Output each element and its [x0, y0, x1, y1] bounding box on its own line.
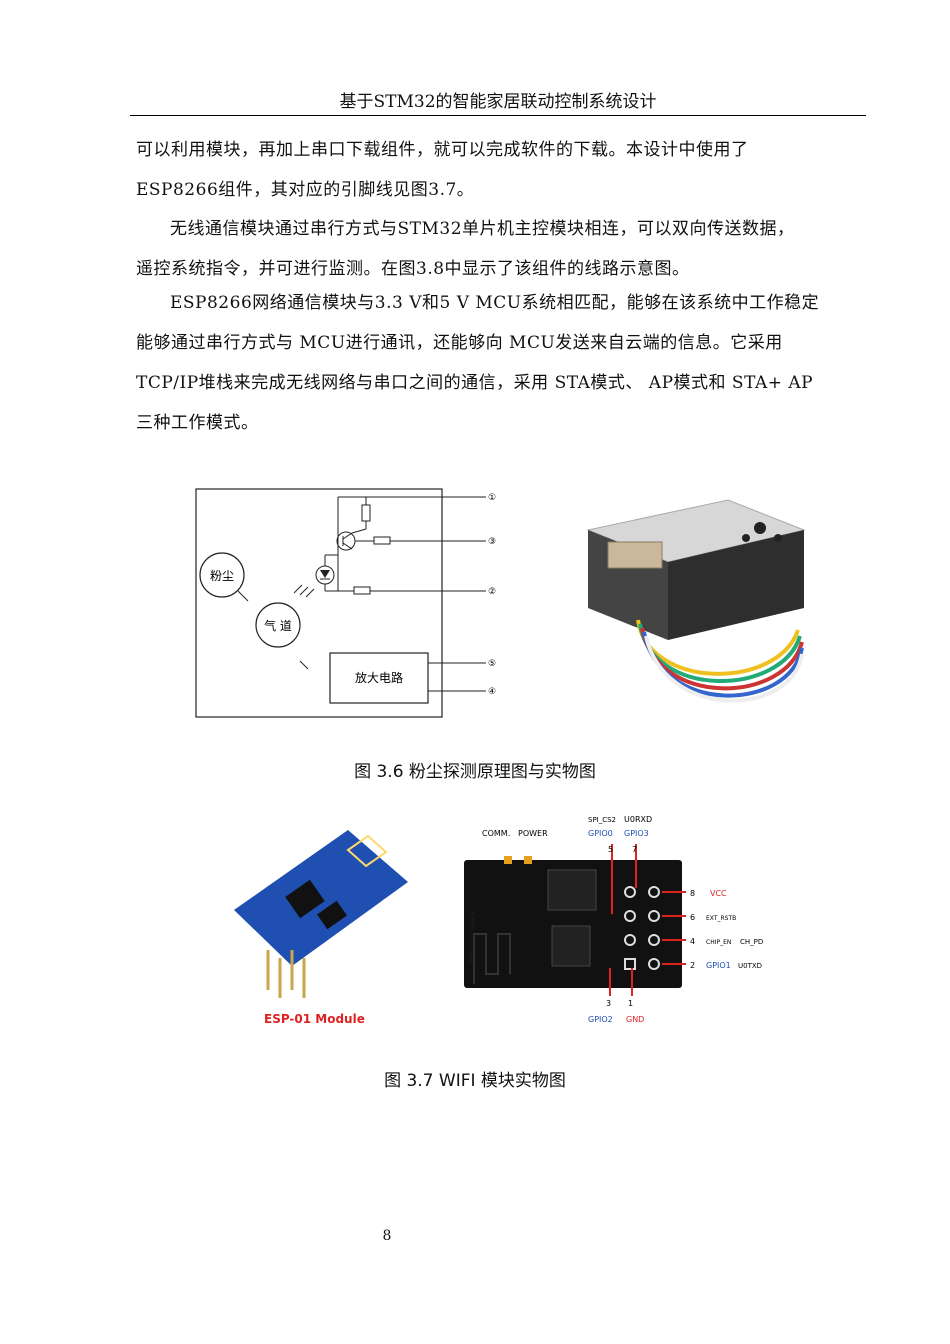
pin-number: 7 [632, 845, 637, 854]
pin-label: ⑤ [488, 659, 496, 669]
dust-label: 粉尘 [210, 569, 234, 583]
paragraph-line: 三种工作模式。 [136, 413, 259, 433]
dust-sensor-schematic: ① ③ ② 粉尘 气 道 放大电路 ⑤ ④ [195, 488, 496, 718]
pin-number: 8 [690, 889, 695, 898]
paragraph-2: 无线通信模块通过串行方式与STM32单片机主控模块相连，可以双向传送数据， 遥控… [136, 209, 860, 289]
paragraph-1: 可以利用模块，再加上串口下载组件，就可以完成软件的下载。本设计中使用了 ESP8… [136, 130, 860, 210]
pin-label: ③ [488, 537, 496, 547]
figure-caption: 图 3.7 WIFI 模块实物图 [384, 1071, 566, 1091]
pin-tag: POWER [518, 829, 548, 838]
pin-number: 2 [690, 961, 695, 970]
paragraph-line: 可以利用模块，再加上串口下载组件，就可以完成软件的下载。本设计中使用了 [136, 140, 749, 160]
pin-tag: GND [626, 1015, 644, 1024]
airway-label: 气 道 [264, 618, 292, 633]
paragraph-line: 遥控系统指令，并可进行监测。在图3.8中显示了该组件的线路示意图。 [136, 259, 690, 279]
pin-tag: SPI_CS2 [588, 816, 616, 824]
antenna-label: Onboard antenna [469, 911, 476, 964]
page-number: 8 [382, 1228, 392, 1244]
header-rule [130, 115, 866, 116]
pin-number: 3 [606, 999, 611, 1008]
paragraph-line: TCP/IP堆栈来完成无线网络与串口之间的通信，采用 STA模式、 AP模式和 … [136, 373, 814, 393]
pin-tag: CHIP_EN [706, 939, 731, 946]
pin-label: ② [488, 587, 496, 597]
pin-number: 6 [690, 913, 695, 922]
figure-caption: 图 3.6 粉尘探测原理图与实物图 [354, 762, 596, 782]
dust-sensor-photo [578, 490, 806, 720]
pin-number: 1 [628, 999, 633, 1008]
paragraph-line: ESP8266网络通信模块与3.3 V和5 V MCU系统相匹配，能够在该系统中… [170, 293, 820, 313]
pin-tag: GPIO0 [588, 829, 613, 838]
pin-number: 4 [690, 937, 695, 946]
pin-tag: CH_PD [740, 938, 763, 946]
page-header: 基于STM32的智能家居联动控制系统设计 [339, 92, 657, 112]
esp01-module-photo: ESP-01 Module [228, 800, 438, 1032]
paragraph-line: 无线通信模块通过串行方式与STM32单片机主控模块相连，可以双向传送数据， [170, 219, 795, 239]
pin-tag: U0RXD [624, 815, 652, 824]
pin-tag: GPIO3 [624, 829, 649, 838]
paragraph-line: ESP8266组件，其对应的引脚线见图3.7。 [136, 180, 475, 200]
pin-tag: U0TXD [738, 962, 762, 970]
paragraph-3: ESP8266网络通信模块与3.3 V和5 V MCU系统相匹配，能够在该系统中… [136, 283, 860, 443]
module-label: ESP-01 Module [264, 1012, 365, 1026]
pin-label: ④ [488, 687, 496, 697]
pin-tag: COMM. [482, 829, 510, 838]
pin-number: 5 [608, 845, 613, 854]
pin-label: ① [488, 493, 496, 503]
pin-tag: VCC [710, 889, 727, 898]
pin-tag: EXT_RSTB [706, 915, 736, 922]
amplifier-label: 放大电路 [355, 670, 403, 685]
esp01-pinout-diagram: Onboard antenna COMM. POWER SPI_CS2 U0RX… [448, 808, 778, 1032]
pin-tag: GPIO2 [588, 1015, 613, 1024]
paragraph-line: 能够通过串行方式与 MCU进行通讯，还能够向 MCU发送来自云端的信息。它采用 [136, 333, 783, 353]
pin-tag: GPIO1 [706, 961, 731, 970]
